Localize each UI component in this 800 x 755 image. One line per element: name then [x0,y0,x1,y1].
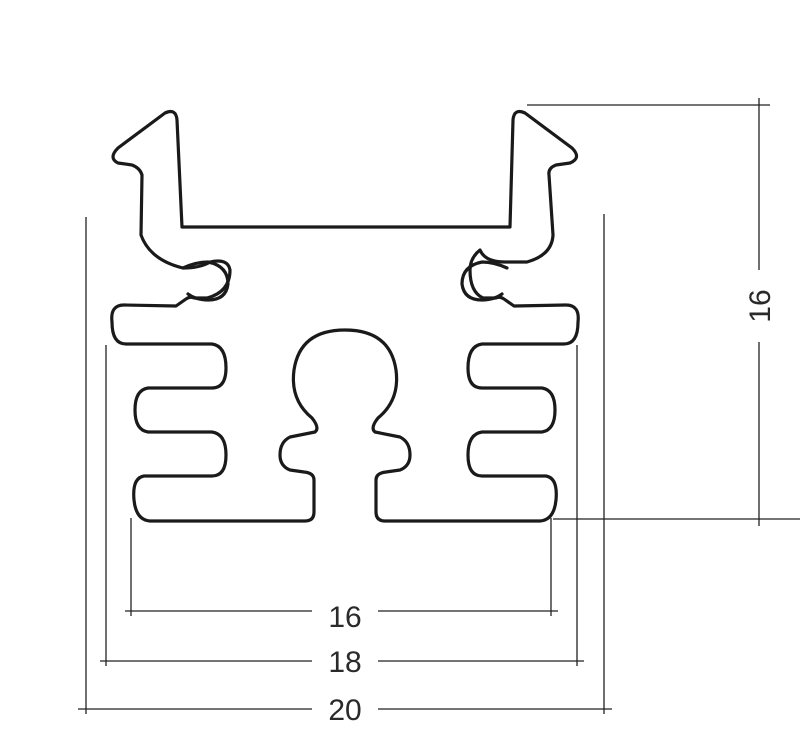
right-hook-detail [460,260,509,302]
dimension-label-16: 16 [328,601,361,634]
dimension-width-16: 16 [125,518,558,634]
heatsink-profile-outline [110,109,580,523]
dimension-label-18: 18 [328,646,361,679]
dimension-label-20: 20 [328,694,361,727]
dimension-width-20: 20 [78,214,612,727]
left-hook-detail [181,260,230,302]
dimension-height-16: 16 [527,98,800,526]
dimension-label-height-16: 16 [744,289,777,322]
dimension-width-18: 18 [100,345,584,679]
